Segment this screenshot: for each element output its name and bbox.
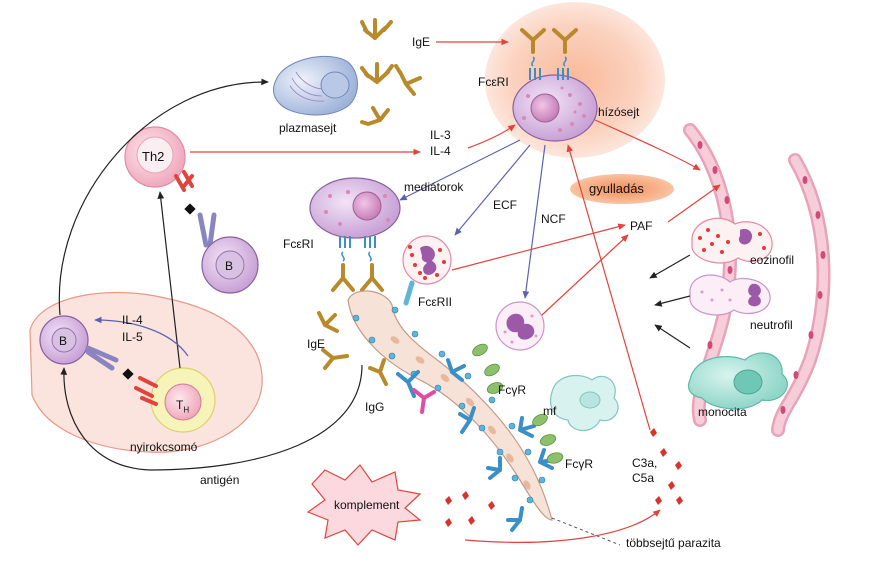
- eosinophil-cell-center: [402, 235, 452, 306]
- complement-fragments: [445, 428, 683, 527]
- th2-label: Th2: [142, 149, 165, 164]
- b-cell-upper: [197, 212, 259, 294]
- monocyte-label: monocita: [698, 405, 747, 419]
- arrow-neut-to-paf: [541, 234, 629, 316]
- arrow-b-to-plasma: [58, 78, 269, 316]
- c3a-label: C3a,: [632, 456, 658, 470]
- b-lower-label: B: [59, 334, 68, 348]
- complement-burst: [306, 464, 422, 546]
- arrow-mono-migrate: [654, 324, 691, 349]
- lymph-node-label: nyirokcsomó: [130, 440, 198, 454]
- fcgr-receptors: [472, 343, 564, 464]
- ige-top-label: IgE: [412, 35, 431, 49]
- c5a-label: C5a: [632, 471, 655, 485]
- ige-antibodies-free: [360, 18, 422, 126]
- arrow-mast-to-vessel: [594, 119, 701, 171]
- ige-antibodies-parasite: [317, 311, 388, 386]
- mast-cell-label: hízósejt: [598, 105, 640, 119]
- mf-label: mf: [543, 404, 557, 418]
- fceri-top-label: FcεRI: [478, 75, 509, 89]
- neutrophil-cell-right: [689, 274, 771, 316]
- mediators-label: mediátorok: [404, 180, 464, 194]
- arrow-c3a-to-mast-cell: [566, 144, 651, 431]
- arrow-neut-migrate: [654, 295, 691, 307]
- il4-lower-label: IL-4: [122, 313, 143, 327]
- il3-label: IL-3: [430, 128, 451, 142]
- plasma-cell: [272, 55, 358, 116]
- inflammation-label: gyulladás: [589, 181, 644, 196]
- parasite-body: [347, 290, 621, 546]
- ncf-label: NCF: [541, 212, 566, 226]
- eosinophil-label: eozinofil: [750, 253, 795, 267]
- th2-cell: [124, 126, 196, 215]
- arrow-complement-to-c3a: [464, 509, 661, 543]
- parasite-label: többsejtű parazita: [626, 536, 721, 550]
- arrow-eos-migrate: [649, 254, 691, 279]
- arrow-mediators: [399, 139, 521, 201]
- b-upper-label: B: [225, 259, 234, 273]
- igg-label: IgG: [365, 400, 385, 414]
- arrow-ncf: [522, 144, 546, 299]
- neutrophil-cell-center: [495, 301, 545, 351]
- arrow-ecf: [454, 144, 531, 236]
- plasma-cell-label: plazmasejt: [279, 121, 337, 135]
- ecf-label: ECF: [493, 198, 517, 212]
- mast-cell-top: [512, 28, 598, 142]
- th-label-sub: H: [183, 405, 190, 415]
- mast-cell-left: [309, 177, 401, 292]
- arrow-il4-il5: [94, 316, 189, 357]
- arrow-il-to-mast-cell: [467, 124, 516, 149]
- il4-top-label: IL-4: [430, 144, 451, 158]
- th-label: TH: [176, 398, 189, 417]
- inflammation-blob: [570, 174, 674, 204]
- monocyte-cell: [687, 352, 788, 410]
- b-cell-lower: [39, 315, 119, 371]
- igg-antibodies: [396, 358, 556, 532]
- fcgr-2-label: FcγR: [565, 457, 593, 471]
- ige-left-label: IgE: [307, 337, 326, 351]
- igg-pink-antibody: [412, 388, 436, 414]
- il5-label: IL-5: [122, 330, 143, 344]
- arrow-paf-to-vessel: [667, 184, 721, 223]
- th-cell-lower: [122, 367, 216, 433]
- complement-label: komplement: [334, 498, 400, 512]
- paf-label: PAF: [630, 219, 653, 233]
- antigen-label: antigén: [200, 473, 240, 487]
- fcgr-1-label: FcγR: [498, 383, 526, 397]
- arrow-th-to-th2: [157, 191, 181, 369]
- arrow-eos-to-paf: [451, 223, 626, 271]
- fcerii-label: FcεRII: [418, 295, 453, 309]
- eosinophil-cell-right: [691, 217, 773, 264]
- arrow-antigen: [60, 364, 363, 471]
- macrophage-cell: [549, 374, 619, 432]
- fceri-left-label: FcεRI: [283, 237, 314, 251]
- th-label-main: T: [176, 398, 184, 412]
- neutrophil-label: neutrofil: [750, 318, 793, 332]
